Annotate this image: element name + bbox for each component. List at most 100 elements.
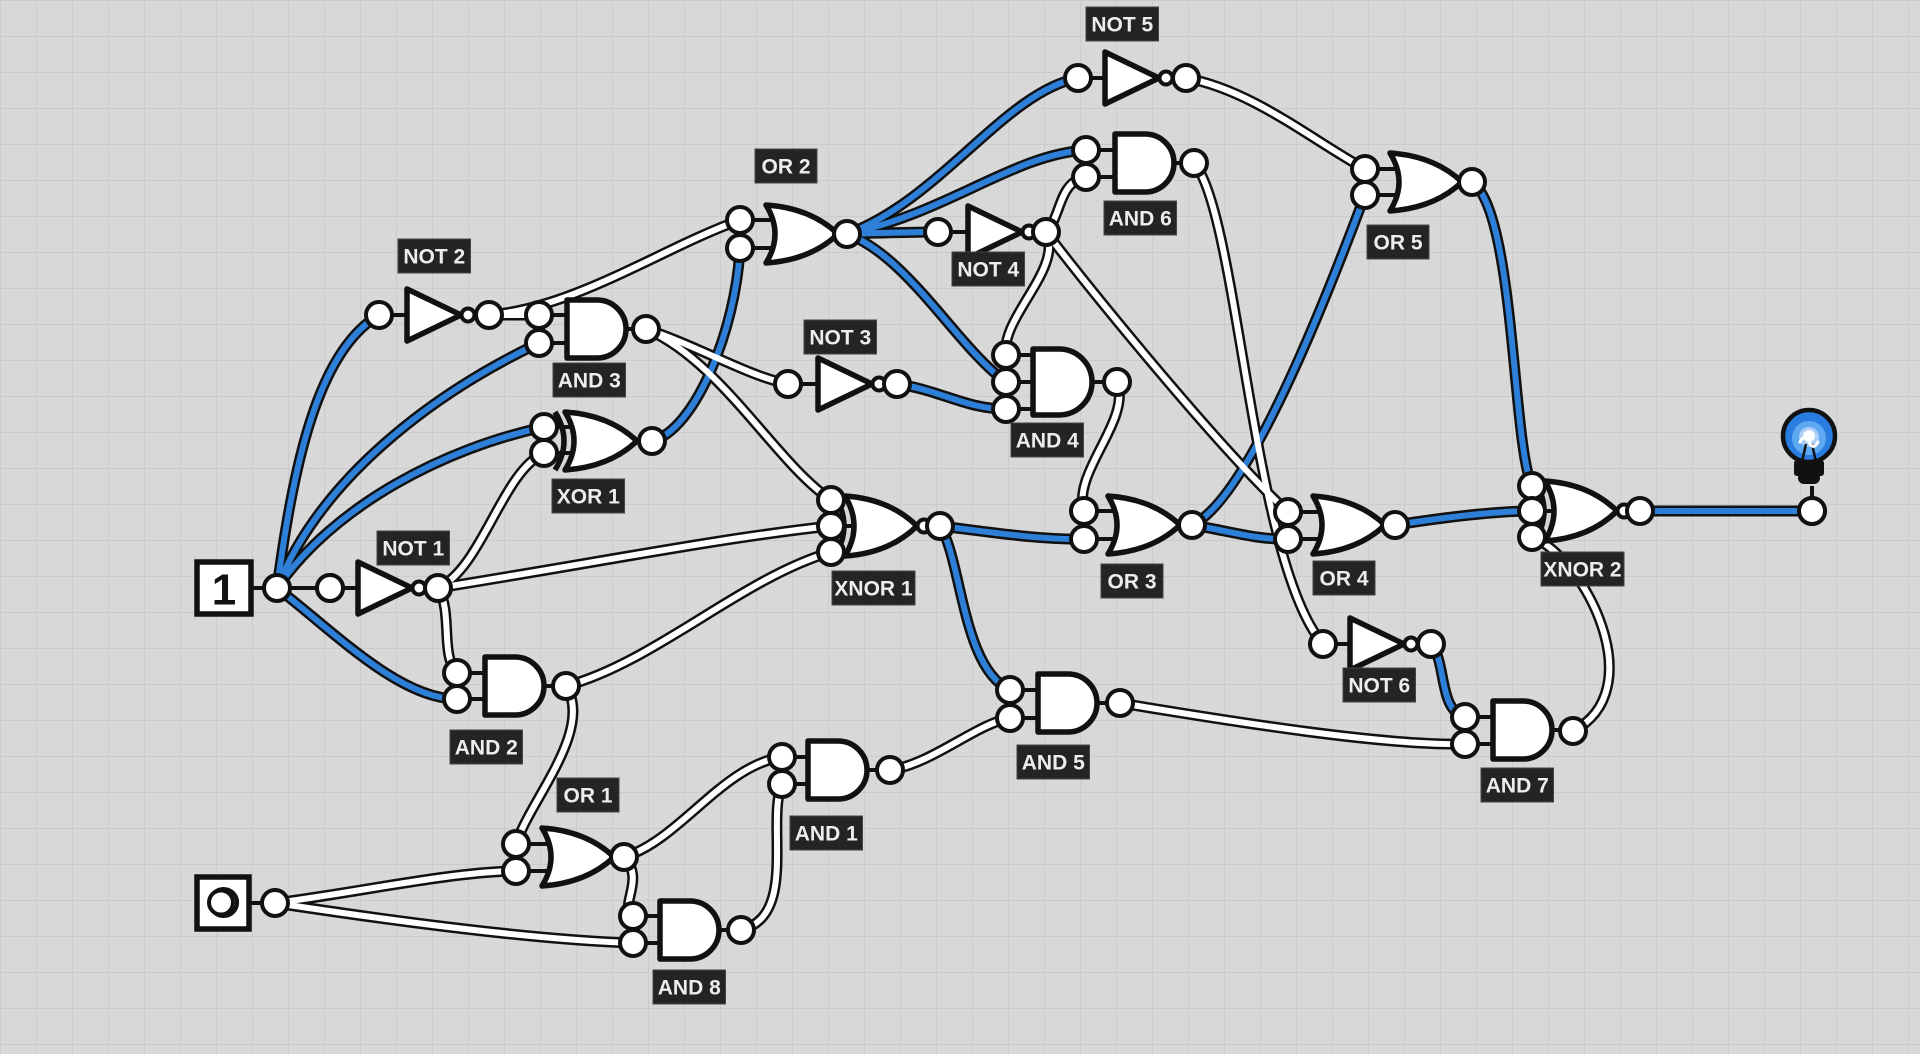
node-or4-in[interactable] [1273, 524, 1303, 554]
node-or2-in[interactable] [725, 205, 755, 235]
node-not4-in[interactable] [923, 217, 953, 247]
node-and2-out[interactable] [551, 671, 581, 701]
node-and3-out[interactable] [631, 314, 661, 344]
and2-body[interactable] [482, 654, 547, 718]
node-or5-in[interactable] [1350, 154, 1380, 184]
xor1-body[interactable] [562, 409, 640, 473]
node-xnor1-out[interactable] [925, 511, 955, 541]
input-constant-box[interactable] [194, 559, 254, 617]
and1-body[interactable] [805, 738, 870, 802]
node-not6-out[interactable] [1416, 629, 1446, 659]
node-and4-in[interactable] [991, 367, 1021, 397]
not1-body[interactable] [355, 559, 415, 617]
or5-body[interactable] [1387, 150, 1465, 214]
node-and3-in[interactable] [524, 300, 554, 330]
node-and5-in[interactable] [995, 675, 1025, 705]
and4-body[interactable] [1030, 346, 1095, 418]
node-or3-in[interactable] [1069, 496, 1099, 526]
gate-and6[interactable] [1112, 131, 1177, 195]
node-or4-in[interactable] [1273, 497, 1303, 527]
node-xor1-in[interactable] [529, 438, 559, 468]
node-xor1-in[interactable] [529, 412, 559, 442]
xnor2-body[interactable] [1542, 478, 1620, 544]
node-and8-out[interactable] [726, 915, 756, 945]
node-xnor1-in[interactable] [816, 511, 846, 541]
node-or1-in[interactable] [501, 829, 531, 859]
node-and7-in[interactable] [1450, 729, 1480, 759]
and6-body[interactable] [1112, 131, 1177, 195]
node-and6-in[interactable] [1071, 135, 1101, 165]
node-xor1-out[interactable] [637, 426, 667, 456]
connection-node[interactable] [262, 573, 292, 603]
gate-and1[interactable] [805, 738, 870, 802]
node-xnor2-in[interactable] [1517, 496, 1547, 526]
node-not4-out[interactable] [1031, 217, 1061, 247]
node-not6-in[interactable] [1308, 629, 1338, 659]
gate-and2[interactable] [482, 654, 547, 718]
input-constant[interactable]: 1 [194, 559, 254, 617]
node-or2-in[interactable] [725, 233, 755, 263]
gate-not3[interactable] [815, 355, 888, 413]
gate-not5[interactable] [1102, 49, 1175, 107]
not2-body[interactable] [404, 286, 464, 344]
gate-and4[interactable] [1030, 346, 1095, 418]
and8-body[interactable] [657, 898, 722, 962]
node-and2-in[interactable] [442, 658, 472, 688]
node-not2-in[interactable] [364, 300, 394, 330]
gate-or5[interactable] [1387, 150, 1465, 214]
node-or3-in[interactable] [1069, 524, 1099, 554]
gate-not2[interactable] [404, 286, 477, 344]
gate-or3[interactable] [1105, 493, 1183, 557]
node-not3-out[interactable] [882, 369, 912, 399]
and3-body[interactable] [564, 297, 629, 361]
node-and6-in[interactable] [1071, 162, 1101, 192]
node-and7-in[interactable] [1450, 702, 1480, 732]
node-not5-out[interactable] [1171, 63, 1201, 93]
and7-body[interactable] [1490, 698, 1555, 762]
node-xnor1-in[interactable] [816, 485, 846, 515]
node-not1-in[interactable] [315, 573, 345, 603]
gate-and3[interactable] [564, 297, 629, 361]
node-or1-in[interactable] [501, 856, 531, 886]
node-or3-out[interactable] [1177, 510, 1207, 540]
not6-body[interactable] [1347, 615, 1407, 673]
node-and4-in[interactable] [991, 394, 1021, 424]
node-and8-in[interactable] [618, 928, 648, 958]
not4-body[interactable] [965, 203, 1025, 261]
and5-body[interactable] [1035, 671, 1100, 735]
node-xnor2-in[interactable] [1517, 471, 1547, 501]
node-and5-out[interactable] [1105, 688, 1135, 718]
node-and7-out[interactable] [1558, 716, 1588, 746]
or4-body[interactable] [1310, 493, 1388, 557]
gate-or1[interactable] [539, 825, 617, 889]
node-xnor1-in[interactable] [816, 537, 846, 567]
or2-body[interactable] [763, 202, 841, 266]
node-and6-out[interactable] [1179, 148, 1209, 178]
input-switch[interactable] [194, 874, 252, 932]
node-and4-out[interactable] [1102, 367, 1132, 397]
not5-body[interactable] [1102, 49, 1162, 107]
node-not3-in[interactable] [773, 369, 803, 399]
xnor1-body[interactable] [842, 493, 920, 559]
not3-body[interactable] [815, 355, 875, 413]
node-xnor2-out[interactable] [1625, 496, 1655, 526]
node-not5-in[interactable] [1063, 63, 1093, 93]
gate-xor1[interactable] [552, 409, 640, 473]
node-xnor2-in[interactable] [1517, 522, 1547, 552]
node-or5-in[interactable] [1350, 180, 1380, 210]
node-or2-out[interactable] [832, 219, 862, 249]
node-and3-in[interactable] [524, 328, 554, 358]
node-bulb-in[interactable] [1797, 496, 1827, 526]
node-or1-out[interactable] [609, 842, 639, 872]
node-and4-in[interactable] [991, 340, 1021, 370]
or3-body[interactable] [1105, 493, 1183, 557]
node-and1-in[interactable] [767, 742, 797, 772]
node-not2-out[interactable] [474, 300, 504, 330]
node-and1-in[interactable] [767, 769, 797, 799]
node-or4-out[interactable] [1380, 510, 1410, 540]
node-not1-out[interactable] [423, 573, 453, 603]
gate-and8[interactable] [657, 898, 722, 962]
node-and1-out[interactable] [875, 755, 905, 785]
gate-or4[interactable] [1310, 493, 1388, 557]
toggle-knob-icon[interactable] [207, 888, 235, 917]
